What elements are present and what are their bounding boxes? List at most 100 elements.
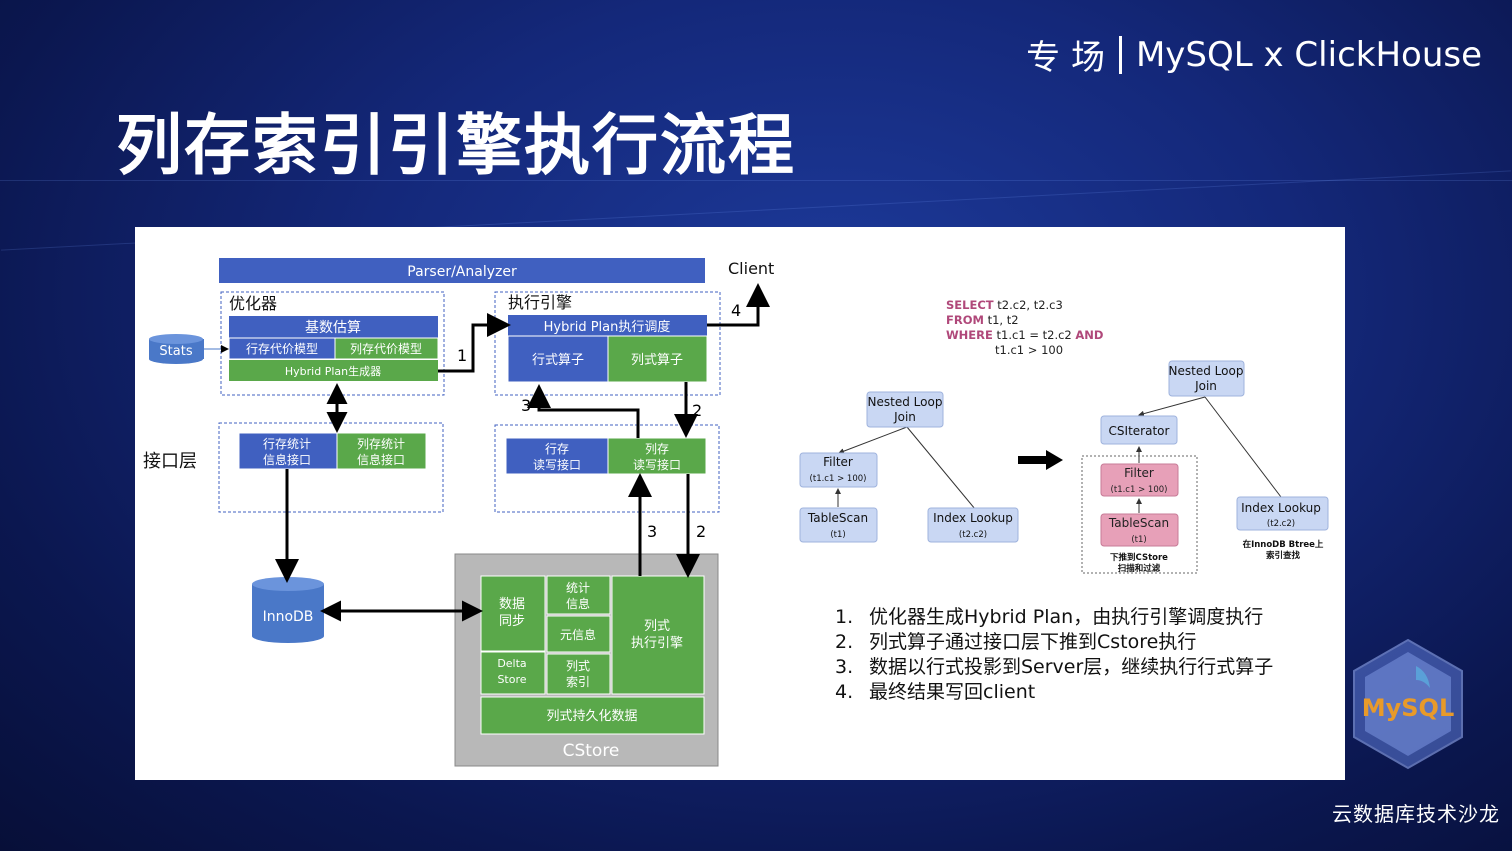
row-rw-iface-line1: 行存 <box>545 442 569 456</box>
left-tablescan-line2: (t1) <box>830 530 845 540</box>
col-exec-engine-line1: 列式 <box>644 619 670 634</box>
stat-info-box <box>546 575 611 615</box>
step-item: 3.数据以行式投影到Server层，继续执行行式算子 <box>835 655 1273 680</box>
stats-cylinder <box>149 334 204 364</box>
right-tablescan-line1: TableScan <box>1108 516 1169 530</box>
innodb-label: InnoDB <box>263 609 314 625</box>
row-cost-model-label: 行存代价模型 <box>246 342 318 356</box>
step-num: 1. <box>835 606 854 628</box>
left-filter-line1: Filter <box>823 455 853 469</box>
sql-from-tables: t1, t2 <box>984 313 1019 327</box>
left-filter-node <box>799 452 878 488</box>
right-nlj-line1: Nested Loop <box>1169 364 1244 378</box>
left-nlj-node <box>866 391 944 428</box>
rw-iface-group <box>494 424 720 513</box>
arrow-label-4: 4 <box>731 301 741 320</box>
slide-title: 列存索引引擎执行流程 <box>116 107 796 184</box>
left-tablescan-node <box>799 507 878 543</box>
right-index-lookup-line2: (t2.c2) <box>1267 519 1295 529</box>
pushdown-group <box>1081 455 1198 574</box>
row-stats-iface-line1: 行存统计 <box>263 437 311 451</box>
sql-kw-where: WHERE <box>946 328 993 342</box>
step-num: 3. <box>835 656 854 678</box>
sql-kw-select: SELECT <box>946 298 994 312</box>
optimizer-label: 优化器 <box>229 294 277 313</box>
svg-text:FROM t1, t2: FROM t1, t2 <box>946 313 1019 327</box>
col-persist-label: 列式持久化数据 <box>546 709 637 724</box>
left-nlj-line2: Join <box>893 410 916 424</box>
col-index-line2: 索引 <box>566 675 590 689</box>
right-nlj-node <box>1168 360 1245 397</box>
cstore-label: CStore <box>563 741 620 761</box>
col-stats-iface-box <box>336 432 427 470</box>
interface-layer-label: 接口层 <box>143 451 197 472</box>
col-rw-iface-box <box>607 437 707 475</box>
executor-label: 执行引擎 <box>508 293 572 312</box>
data-sync-line2: 同步 <box>499 614 525 629</box>
sql-query: SELECT t2.c2, t2.c3 FROM t1, t2 WHERE t1… <box>946 298 1103 357</box>
data-sync-box <box>480 575 546 652</box>
mysql-logo-badge: MySQL <box>1350 638 1466 770</box>
plan-right: Nested Loop Join CSIterator Filter (t1.c… <box>1081 360 1329 574</box>
col-index-line1: 列式 <box>566 659 590 673</box>
event-header: 专 场 MySQL x ClickHouse <box>1026 30 1482 79</box>
steps-list: 1.优化器生成Hybrid Plan，由执行引擎调度执行 2.列式算子通过接口层… <box>835 605 1273 705</box>
delta-store-line1: Delta <box>497 657 526 670</box>
right-nlj-line2: Join <box>1194 379 1217 393</box>
arrow-label-1: 1 <box>457 346 467 365</box>
row-operator-box <box>507 335 609 383</box>
delta-store-box <box>480 651 546 695</box>
parser-bar <box>219 258 705 283</box>
col-index-box <box>546 653 611 695</box>
event-name: MySQL x ClickHouse <box>1135 34 1482 75</box>
right-index-lookup-line1: Index Lookup <box>1241 501 1321 515</box>
executor-group <box>494 291 721 396</box>
right-tablescan-node <box>1100 513 1179 547</box>
arrow-label-3: 3 <box>521 396 531 415</box>
parser-label: Parser/Analyzer <box>407 264 517 280</box>
left-index-lookup-line2: (t2.c2) <box>959 530 987 540</box>
left-filter-line2: (t1.c1 > 100) <box>810 474 867 484</box>
arrow-label-2b: 2 <box>696 522 706 541</box>
step-item: 1. 优化器生成Hybrid Plan，由执行引擎调度执行 <box>835 605 1273 630</box>
innodb-note-line2: 索引查找 <box>1266 550 1301 561</box>
hybrid-scheduler-box <box>508 315 707 336</box>
col-persist-box <box>480 696 705 735</box>
header-divider <box>1118 35 1122 74</box>
cost-estimate-label: 基数估算 <box>305 319 361 336</box>
sql-where-cond: t1.c1 = t2.c2 <box>993 328 1076 342</box>
right-filter-line2: (t1.c1 > 100) <box>1111 485 1168 495</box>
stat-info-line2: 信息 <box>566 596 590 611</box>
hybrid-generator-box <box>229 360 438 381</box>
content-panel: Parser/Analyzer Client 优化器 基数估算 行存代价模型 列… <box>135 227 1345 780</box>
col-stats-iface-line1: 列存统计 <box>357 437 405 451</box>
plan-left: Nested Loop Join Filter (t1.c1 > 100) Ta… <box>799 391 1019 543</box>
row-stats-iface-line2: 信息接口 <box>263 452 311 467</box>
right-filter-node <box>1100 463 1179 497</box>
meta-info-label: 元信息 <box>560 627 596 642</box>
row-rw-iface-box <box>505 437 609 475</box>
col-cost-model-box <box>334 337 439 360</box>
step-text: 优化器生成Hybrid Plan，由执行引擎调度执行 <box>869 606 1264 628</box>
stats-label: Stats <box>159 344 192 359</box>
svg-text:WHERE t1.c1 = t2.c2 AND: WHERE t1.c1 = t2.c2 AND <box>946 328 1103 342</box>
hybrid-generator-label: Hybrid Plan生成器 <box>285 364 381 378</box>
sql-kw-from: FROM <box>946 313 984 327</box>
left-tablescan-line1: TableScan <box>807 511 868 525</box>
row-operator-label: 行式算子 <box>532 353 584 368</box>
transform-arrow-icon <box>1018 450 1063 470</box>
col-stats-iface-line2: 信息接口 <box>357 452 405 467</box>
step-num: 2. <box>835 631 854 653</box>
right-filter-line1: Filter <box>1124 466 1154 480</box>
right-tablescan-line2: (t1) <box>1131 535 1146 545</box>
col-operator-label: 列式算子 <box>631 353 683 368</box>
row-rw-iface-line2: 读写接口 <box>533 457 581 472</box>
svg-text:SELECT t2.c2, t2.c3: SELECT t2.c2, t2.c3 <box>946 298 1063 312</box>
arrow-label-2: 2 <box>692 401 702 420</box>
stat-info-line1: 统计 <box>566 581 590 595</box>
pushdown-note-line1: 下推到CStore <box>1110 552 1168 563</box>
meta-info-box <box>546 615 611 653</box>
step-item: 4.最终结果写回client <box>835 680 1273 705</box>
pushdown-note-line2: 扫描和过滤 <box>1118 563 1161 574</box>
col-cost-model-label: 列存代价模型 <box>350 342 422 356</box>
